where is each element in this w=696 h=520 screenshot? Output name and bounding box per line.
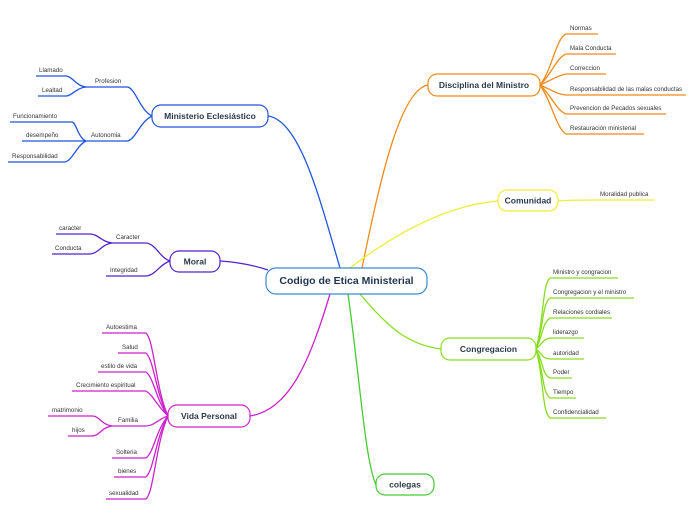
branch-ministerio-label: Ministerio Eclesiástico [164, 111, 256, 121]
branch-moral[interactable]: Moral [169, 250, 221, 273]
leaf-matrimonio[interactable]: matrimonio [52, 407, 83, 414]
leaf-responsabilidad-malas[interactable]: Responsabilidad de las malas conductas [570, 86, 682, 93]
connector-estilo [145, 371, 169, 417]
connector-disciplina [361, 84, 429, 269]
connector-correccion [539, 73, 567, 86]
leaf-caracter[interactable]: caracter [59, 225, 81, 232]
connector-vida [249, 293, 331, 417]
connector-autonomia [127, 115, 153, 142]
leaf-solteria[interactable]: Solteria [116, 449, 138, 456]
connector-responsabilidad [63, 140, 87, 163]
connector-relaciones [535, 317, 551, 350]
leaf-relaciones[interactable]: Relaciones cordiales [553, 309, 610, 316]
connector-comunidad [349, 200, 499, 269]
branch-ministerio[interactable]: Ministerio Eclesiástico [151, 104, 269, 128]
connector-llamado [65, 75, 87, 88]
connector-moralidad [557, 199, 597, 202]
connector-moral [219, 260, 269, 271]
connector-mala-conducta [539, 53, 567, 86]
connector-funcionamiento [71, 121, 87, 142]
connector-lealtad [65, 86, 87, 97]
leaf-confidencialidad[interactable]: Confidencialidad [553, 409, 599, 416]
leaf-cong-ministro[interactable]: Congregacion y el ministro [553, 289, 627, 296]
connector-integridad [145, 260, 171, 277]
branch-moral-label: Moral [184, 257, 207, 267]
connector-cong-ministro [535, 297, 551, 350]
connector-liderazgo [535, 337, 551, 350]
branch-vida-label: Vida Personal [181, 411, 237, 421]
connector-restauracion [539, 84, 567, 135]
leaf-restauracion[interactable]: Restauración ministerial [570, 125, 636, 132]
branch-vida[interactable]: Vida Personal [167, 404, 251, 428]
connector-sexualidad [145, 415, 169, 500]
connector-prevencion [539, 84, 567, 115]
leaf-familia[interactable]: Familia [118, 417, 138, 424]
leaf-profesion[interactable]: Profesion [95, 78, 122, 85]
connector-familia [145, 415, 169, 427]
branch-congregacion-label: Congregacion [460, 344, 517, 354]
connector-congregacion [359, 293, 442, 350]
connector-conducta [89, 242, 113, 255]
leaf-responsabilidad[interactable]: Responsabilidad [12, 153, 58, 160]
connector-responsabilidad-malas [539, 84, 567, 96]
leaf-funcionamiento[interactable]: Funcionamiento [13, 113, 58, 120]
leaf-desempeno[interactable]: desempeño [26, 132, 59, 139]
leaf-estilo[interactable]: estilo de vida [101, 363, 138, 370]
leaf-tiempo[interactable]: Tiempo [553, 389, 574, 396]
leaf-liderazgo[interactable]: liderazgo [553, 329, 579, 336]
connector-confidencialidad [535, 348, 551, 419]
connector-matrimonio [91, 415, 113, 427]
leaf-hijos[interactable]: hijos [72, 427, 85, 434]
leaf-bienes[interactable]: bienes [118, 468, 136, 475]
branch-disciplina[interactable]: Disciplina del Ministro [427, 73, 541, 97]
connector-normas [539, 33, 567, 86]
connector-poder [535, 348, 551, 379]
connector-hijos [91, 425, 113, 437]
branch-congregacion[interactable]: Congregacion [440, 337, 537, 361]
leaf-autoridad[interactable]: autoridad [553, 350, 579, 357]
branch-comunidad[interactable]: Comunidad [497, 189, 559, 212]
connector-profesion [127, 86, 153, 117]
connector-caracter-sub [145, 242, 171, 262]
leaf-mala-conducta[interactable]: Mala Conducta [570, 45, 612, 52]
leaf-sexualidad[interactable]: sexualidad [109, 490, 139, 497]
leaf-llamado[interactable]: Llamado [39, 67, 63, 74]
leaf-lealtad[interactable]: Lealtad [42, 87, 63, 94]
leaf-ministro-cong[interactable]: Ministro y congracion [553, 269, 612, 276]
leaf-salud[interactable]: Salud [122, 344, 138, 351]
leaf-poder[interactable]: Poder [553, 369, 570, 376]
branch-disciplina-label: Disciplina del Ministro [439, 80, 529, 90]
connector-colegas [347, 293, 377, 486]
leaf-normas[interactable]: Normas [570, 25, 592, 32]
connector-salud [145, 352, 169, 417]
connector-crecimiento [145, 390, 169, 417]
leaf-crecimiento[interactable]: Crecimiento espiritual [76, 382, 136, 389]
leaf-prevencion[interactable]: Prevencion de Pecados sexuales [570, 105, 662, 112]
branch-colegas-label: colegas [389, 480, 421, 490]
connector-ministerio [267, 115, 341, 269]
leaf-conducta[interactable]: Conducta [55, 245, 82, 252]
root-node[interactable]: Codigo de Etica Ministerial [265, 267, 428, 295]
leaf-integridad[interactable]: Integridad [110, 267, 138, 274]
branch-colegas[interactable]: colegas [375, 473, 435, 496]
connector-caracter [89, 233, 113, 244]
leaf-autonomia[interactable]: Autonomia [91, 132, 121, 139]
branch-comunidad-label: Comunidad [505, 196, 552, 206]
leaf-moralidad[interactable]: Moralidad publica [600, 191, 649, 198]
leaf-correccion[interactable]: Correccion [570, 65, 600, 72]
leaf-caracter-sub[interactable]: Caracter [116, 234, 140, 241]
connector-autoridad [535, 348, 551, 360]
root-label: Codigo de Etica Ministerial [279, 275, 413, 287]
leaf-autoestima[interactable]: Autoestima [106, 324, 138, 331]
